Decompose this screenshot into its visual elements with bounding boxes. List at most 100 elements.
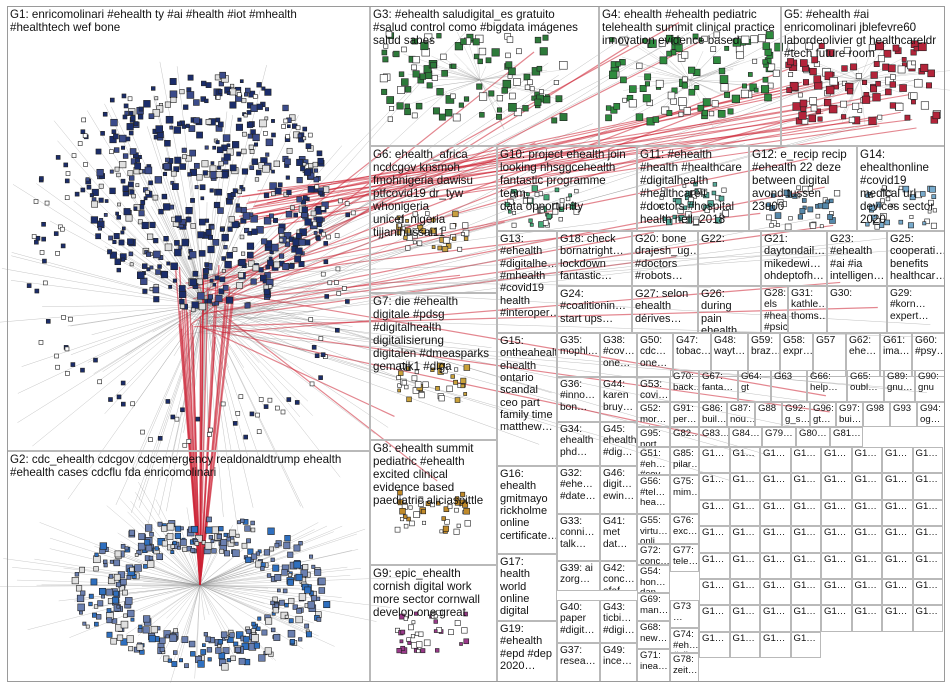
- node: [149, 265, 154, 270]
- group-box-g40: G40:paper#digit…: [557, 600, 600, 643]
- edge: [221, 281, 841, 334]
- edge: [49, 548, 201, 586]
- node: [137, 542, 146, 551]
- group-label-line: ince…: [603, 656, 632, 668]
- node: [180, 407, 185, 413]
- node: [318, 375, 323, 380]
- node: [226, 91, 231, 96]
- node: [256, 626, 261, 632]
- edge: [689, 61, 740, 81]
- node: [144, 190, 150, 195]
- node: [247, 548, 254, 555]
- node: [311, 564, 316, 569]
- node: [138, 169, 143, 174]
- node: [244, 227, 250, 234]
- node: [186, 91, 195, 99]
- group-label-line: #ehealth: [500, 635, 543, 648]
- group-box-minor: G1…: [882, 552, 913, 579]
- edge: [689, 79, 738, 103]
- group-label-line: G17: health: [500, 556, 530, 581]
- group-label-line: G20: bone: [635, 233, 687, 245]
- group-label-line: drajesh_ug…: [635, 245, 698, 258]
- group-box-g33: G33:conni…talk…: [557, 514, 600, 561]
- node: [274, 187, 282, 195]
- group-label-line: gnu: [918, 381, 935, 393]
- group-label-line: G53:: [640, 379, 663, 390]
- node: [140, 199, 146, 205]
- node: [235, 411, 241, 416]
- edge: [177, 539, 201, 586]
- node: [152, 286, 160, 294]
- node: [107, 249, 113, 255]
- node: [243, 113, 248, 118]
- node: [181, 636, 189, 643]
- node: [243, 434, 248, 440]
- node: [323, 259, 329, 265]
- group-label-g43: G43:ticbi…#digi…: [603, 602, 635, 636]
- edge: [199, 568, 281, 586]
- edge: [689, 79, 729, 98]
- node: [288, 263, 295, 269]
- node: [228, 216, 235, 223]
- edge: [12, 567, 201, 586]
- group-label-line: whonigeria: [373, 199, 430, 213]
- group-label-line: G62:: [849, 335, 872, 346]
- node: [109, 169, 114, 174]
- edge: [204, 304, 301, 418]
- group-label-minor: G1…: [732, 606, 755, 618]
- group-box-g21: G21:daytondail…mikedewi…ohdeptofh…: [761, 231, 827, 286]
- group-box-g86: G86:buil…: [699, 402, 727, 427]
- group-label-line: digitalisierung: [373, 333, 444, 347]
- edge: [199, 584, 277, 661]
- group-label-line: digital: [500, 605, 529, 618]
- edge: [628, 67, 691, 81]
- node: [261, 629, 268, 636]
- node: [242, 131, 247, 137]
- group-box-g79: G79…: [762, 427, 796, 447]
- edge: [210, 224, 834, 314]
- node: [223, 245, 228, 250]
- node: [221, 256, 226, 261]
- node: [95, 233, 102, 240]
- group-box-minor: G1…: [912, 579, 943, 606]
- edge: [468, 41, 481, 81]
- edge: [199, 584, 342, 598]
- edge: [201, 326, 395, 417]
- group-box-minor: G1…: [790, 526, 821, 553]
- group-label-g33: G33:conni…talk…: [560, 516, 597, 550]
- node: [226, 251, 233, 259]
- node: [137, 271, 145, 280]
- group-box-g54: G54:hon…dan…: [637, 565, 670, 593]
- node: [212, 282, 217, 287]
- group-label-g45: G45:ehealth#dig…: [603, 424, 636, 458]
- edge: [199, 584, 391, 608]
- node: [318, 336, 324, 341]
- node: [90, 578, 98, 586]
- node: [116, 394, 122, 400]
- node: [65, 171, 71, 176]
- group-label-line: #psico…: [764, 322, 788, 333]
- edge: [1, 268, 206, 306]
- group-label-line: G88: [758, 403, 777, 414]
- node: [218, 121, 224, 128]
- edge: [139, 584, 201, 612]
- node: [237, 117, 242, 122]
- edge: [859, 36, 893, 81]
- node: [98, 197, 104, 203]
- group-box-g32: G32:#ehe…#date…: [557, 466, 600, 514]
- node: [93, 566, 99, 572]
- group-label-g56: G56:#tel…hea…: [640, 476, 667, 509]
- edge: [204, 304, 224, 517]
- node: [259, 119, 267, 128]
- edge: [213, 123, 593, 279]
- edge: [120, 541, 201, 586]
- node: [285, 175, 290, 180]
- node: [189, 251, 197, 259]
- node: [284, 158, 291, 166]
- group-label-line: pediatric #ehealth: [373, 454, 465, 468]
- edge: [159, 584, 201, 660]
- node: [206, 516, 212, 523]
- node: [143, 100, 151, 108]
